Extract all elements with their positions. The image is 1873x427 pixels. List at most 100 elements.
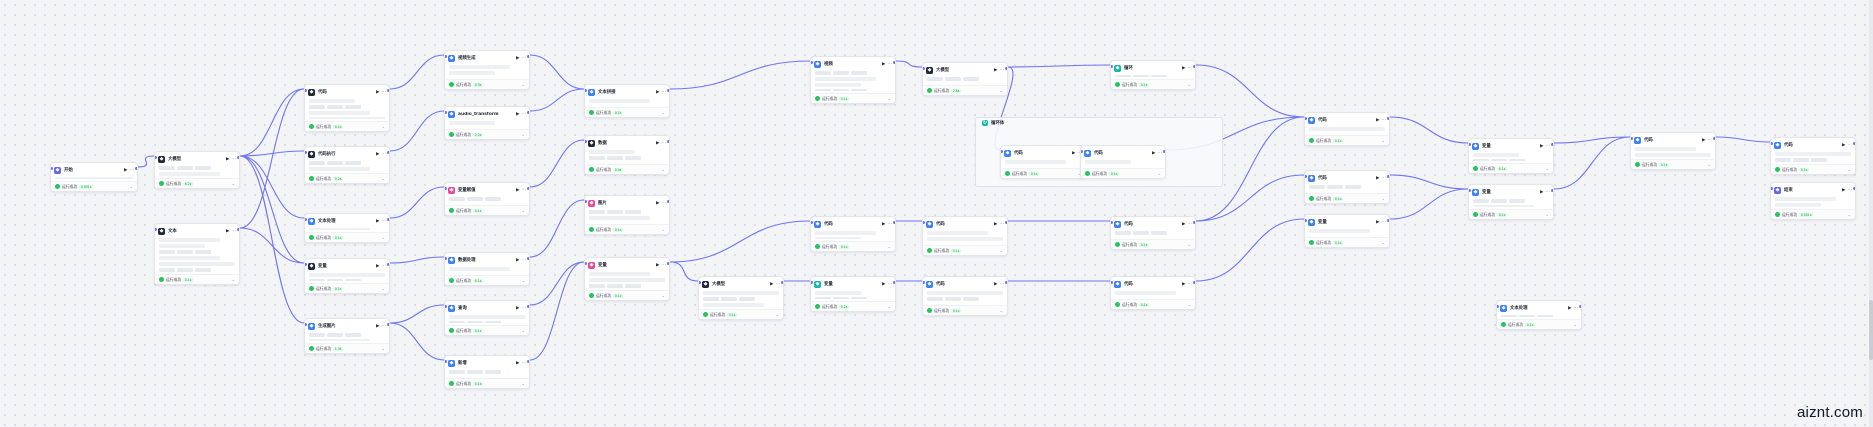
node-header[interactable]: ◆变量▶⋯ bbox=[1305, 215, 1389, 227]
chevron-down-icon[interactable]: ⌄ bbox=[887, 244, 891, 249]
input-port[interactable] bbox=[811, 281, 813, 284]
node-header[interactable]: ◆文本▶⋯ bbox=[155, 224, 239, 236]
chevron-down-icon[interactable]: ⌄ bbox=[1847, 212, 1851, 217]
more-options-icon[interactable]: ⋯ bbox=[1573, 305, 1579, 311]
node-header[interactable]: ◆代码▶⋯ bbox=[1111, 217, 1195, 229]
chevron-down-icon[interactable]: ⌄ bbox=[129, 184, 133, 189]
output-port[interactable] bbox=[1551, 143, 1553, 146]
chevron-down-icon[interactable]: ⌄ bbox=[231, 181, 235, 186]
more-options-icon[interactable]: ⋯ bbox=[521, 257, 527, 263]
input-port[interactable] bbox=[1111, 281, 1113, 284]
node-header[interactable]: ◆代码▶⋯ bbox=[1081, 146, 1165, 158]
run-node-icon[interactable]: ▶ bbox=[994, 281, 998, 287]
input-port[interactable] bbox=[445, 305, 447, 308]
scrollbar-track[interactable] bbox=[1869, 0, 1873, 427]
chevron-down-icon[interactable]: ⌄ bbox=[1157, 171, 1161, 176]
chevron-down-icon[interactable]: ⌄ bbox=[1381, 240, 1385, 245]
output-port[interactable] bbox=[527, 55, 529, 58]
output-port[interactable] bbox=[387, 218, 389, 221]
run-node-icon[interactable]: ▶ bbox=[376, 151, 380, 157]
more-options-icon[interactable]: ⋯ bbox=[1381, 219, 1387, 225]
edge-connection[interactable] bbox=[1553, 136, 1631, 144]
edge-connection[interactable] bbox=[137, 155, 155, 168]
edge-connection[interactable] bbox=[529, 199, 585, 258]
run-node-icon[interactable]: ▶ bbox=[376, 89, 380, 95]
chevron-down-icon[interactable]: ⌄ bbox=[887, 304, 891, 309]
more-options-icon[interactable]: ⋯ bbox=[661, 140, 667, 146]
run-node-icon[interactable]: ▶ bbox=[1376, 175, 1380, 181]
edge-connection[interactable] bbox=[1389, 116, 1469, 144]
chevron-down-icon[interactable]: ⌄ bbox=[661, 167, 665, 172]
node-header[interactable]: ◆变量▶⋯ bbox=[1469, 139, 1553, 151]
more-options-icon[interactable]: ⋯ bbox=[1381, 117, 1387, 123]
edge-connection[interactable] bbox=[389, 54, 445, 90]
edge-connection[interactable] bbox=[239, 155, 305, 264]
edge-connection[interactable] bbox=[529, 261, 585, 361]
run-node-icon[interactable]: ▶ bbox=[994, 67, 998, 73]
edge-connection[interactable] bbox=[1195, 64, 1305, 118]
output-port[interactable] bbox=[1193, 221, 1195, 224]
input-port[interactable] bbox=[445, 360, 447, 363]
node-header[interactable]: ◆视频生成▶⋯ bbox=[445, 51, 529, 63]
run-node-icon[interactable]: ▶ bbox=[770, 281, 774, 287]
output-port[interactable] bbox=[1193, 65, 1195, 68]
run-node-icon[interactable]: ▶ bbox=[882, 221, 886, 227]
run-node-icon[interactable]: ▶ bbox=[1072, 150, 1076, 156]
run-node-icon[interactable]: ▶ bbox=[1568, 305, 1572, 311]
output-port[interactable] bbox=[237, 156, 239, 159]
run-node-icon[interactable]: ▶ bbox=[882, 61, 886, 67]
input-port[interactable] bbox=[1469, 189, 1471, 192]
run-node-icon[interactable]: ▶ bbox=[1540, 143, 1544, 149]
output-port[interactable] bbox=[893, 221, 895, 224]
input-port[interactable] bbox=[305, 151, 307, 154]
more-options-icon[interactable]: ⋯ bbox=[887, 61, 893, 67]
more-options-icon[interactable]: ⋯ bbox=[661, 200, 667, 206]
node-header[interactable]: ◆代码▶⋯ bbox=[1305, 113, 1389, 125]
output-port[interactable] bbox=[387, 89, 389, 92]
chevron-down-icon[interactable]: ⌄ bbox=[381, 176, 385, 181]
output-port[interactable] bbox=[1853, 187, 1855, 190]
chevron-down-icon[interactable]: ⌄ bbox=[521, 132, 525, 137]
more-options-icon[interactable]: ⋯ bbox=[381, 89, 387, 95]
run-node-icon[interactable]: ▶ bbox=[994, 221, 998, 227]
node-header[interactable]: ◆文本处理▶⋯ bbox=[1497, 301, 1581, 313]
run-node-icon[interactable]: ▶ bbox=[1376, 219, 1380, 225]
input-port[interactable] bbox=[305, 218, 307, 221]
chevron-down-icon[interactable]: ⌄ bbox=[1078, 171, 1081, 176]
input-port[interactable] bbox=[1771, 187, 1773, 190]
output-port[interactable] bbox=[135, 167, 137, 170]
chevron-down-icon[interactable]: ⌄ bbox=[381, 346, 385, 351]
input-port[interactable] bbox=[699, 281, 701, 284]
chevron-down-icon[interactable]: ⌄ bbox=[381, 124, 385, 129]
run-node-icon[interactable]: ▶ bbox=[226, 156, 230, 162]
run-node-icon[interactable]: ▶ bbox=[516, 187, 520, 193]
more-options-icon[interactable]: ⋯ bbox=[381, 151, 387, 157]
run-node-icon[interactable]: ▶ bbox=[656, 89, 660, 95]
output-port[interactable] bbox=[667, 262, 669, 265]
edge-connection[interactable] bbox=[669, 60, 811, 90]
more-options-icon[interactable]: ⋯ bbox=[231, 156, 237, 162]
input-port[interactable] bbox=[585, 89, 587, 92]
run-node-icon[interactable]: ▶ bbox=[1540, 189, 1544, 195]
node-header[interactable]: ◆代码▶⋯ bbox=[1631, 133, 1715, 145]
input-port[interactable] bbox=[445, 257, 447, 260]
more-options-icon[interactable]: ⋯ bbox=[521, 305, 527, 311]
more-options-icon[interactable]: ⋯ bbox=[129, 167, 135, 173]
output-port[interactable] bbox=[527, 305, 529, 308]
